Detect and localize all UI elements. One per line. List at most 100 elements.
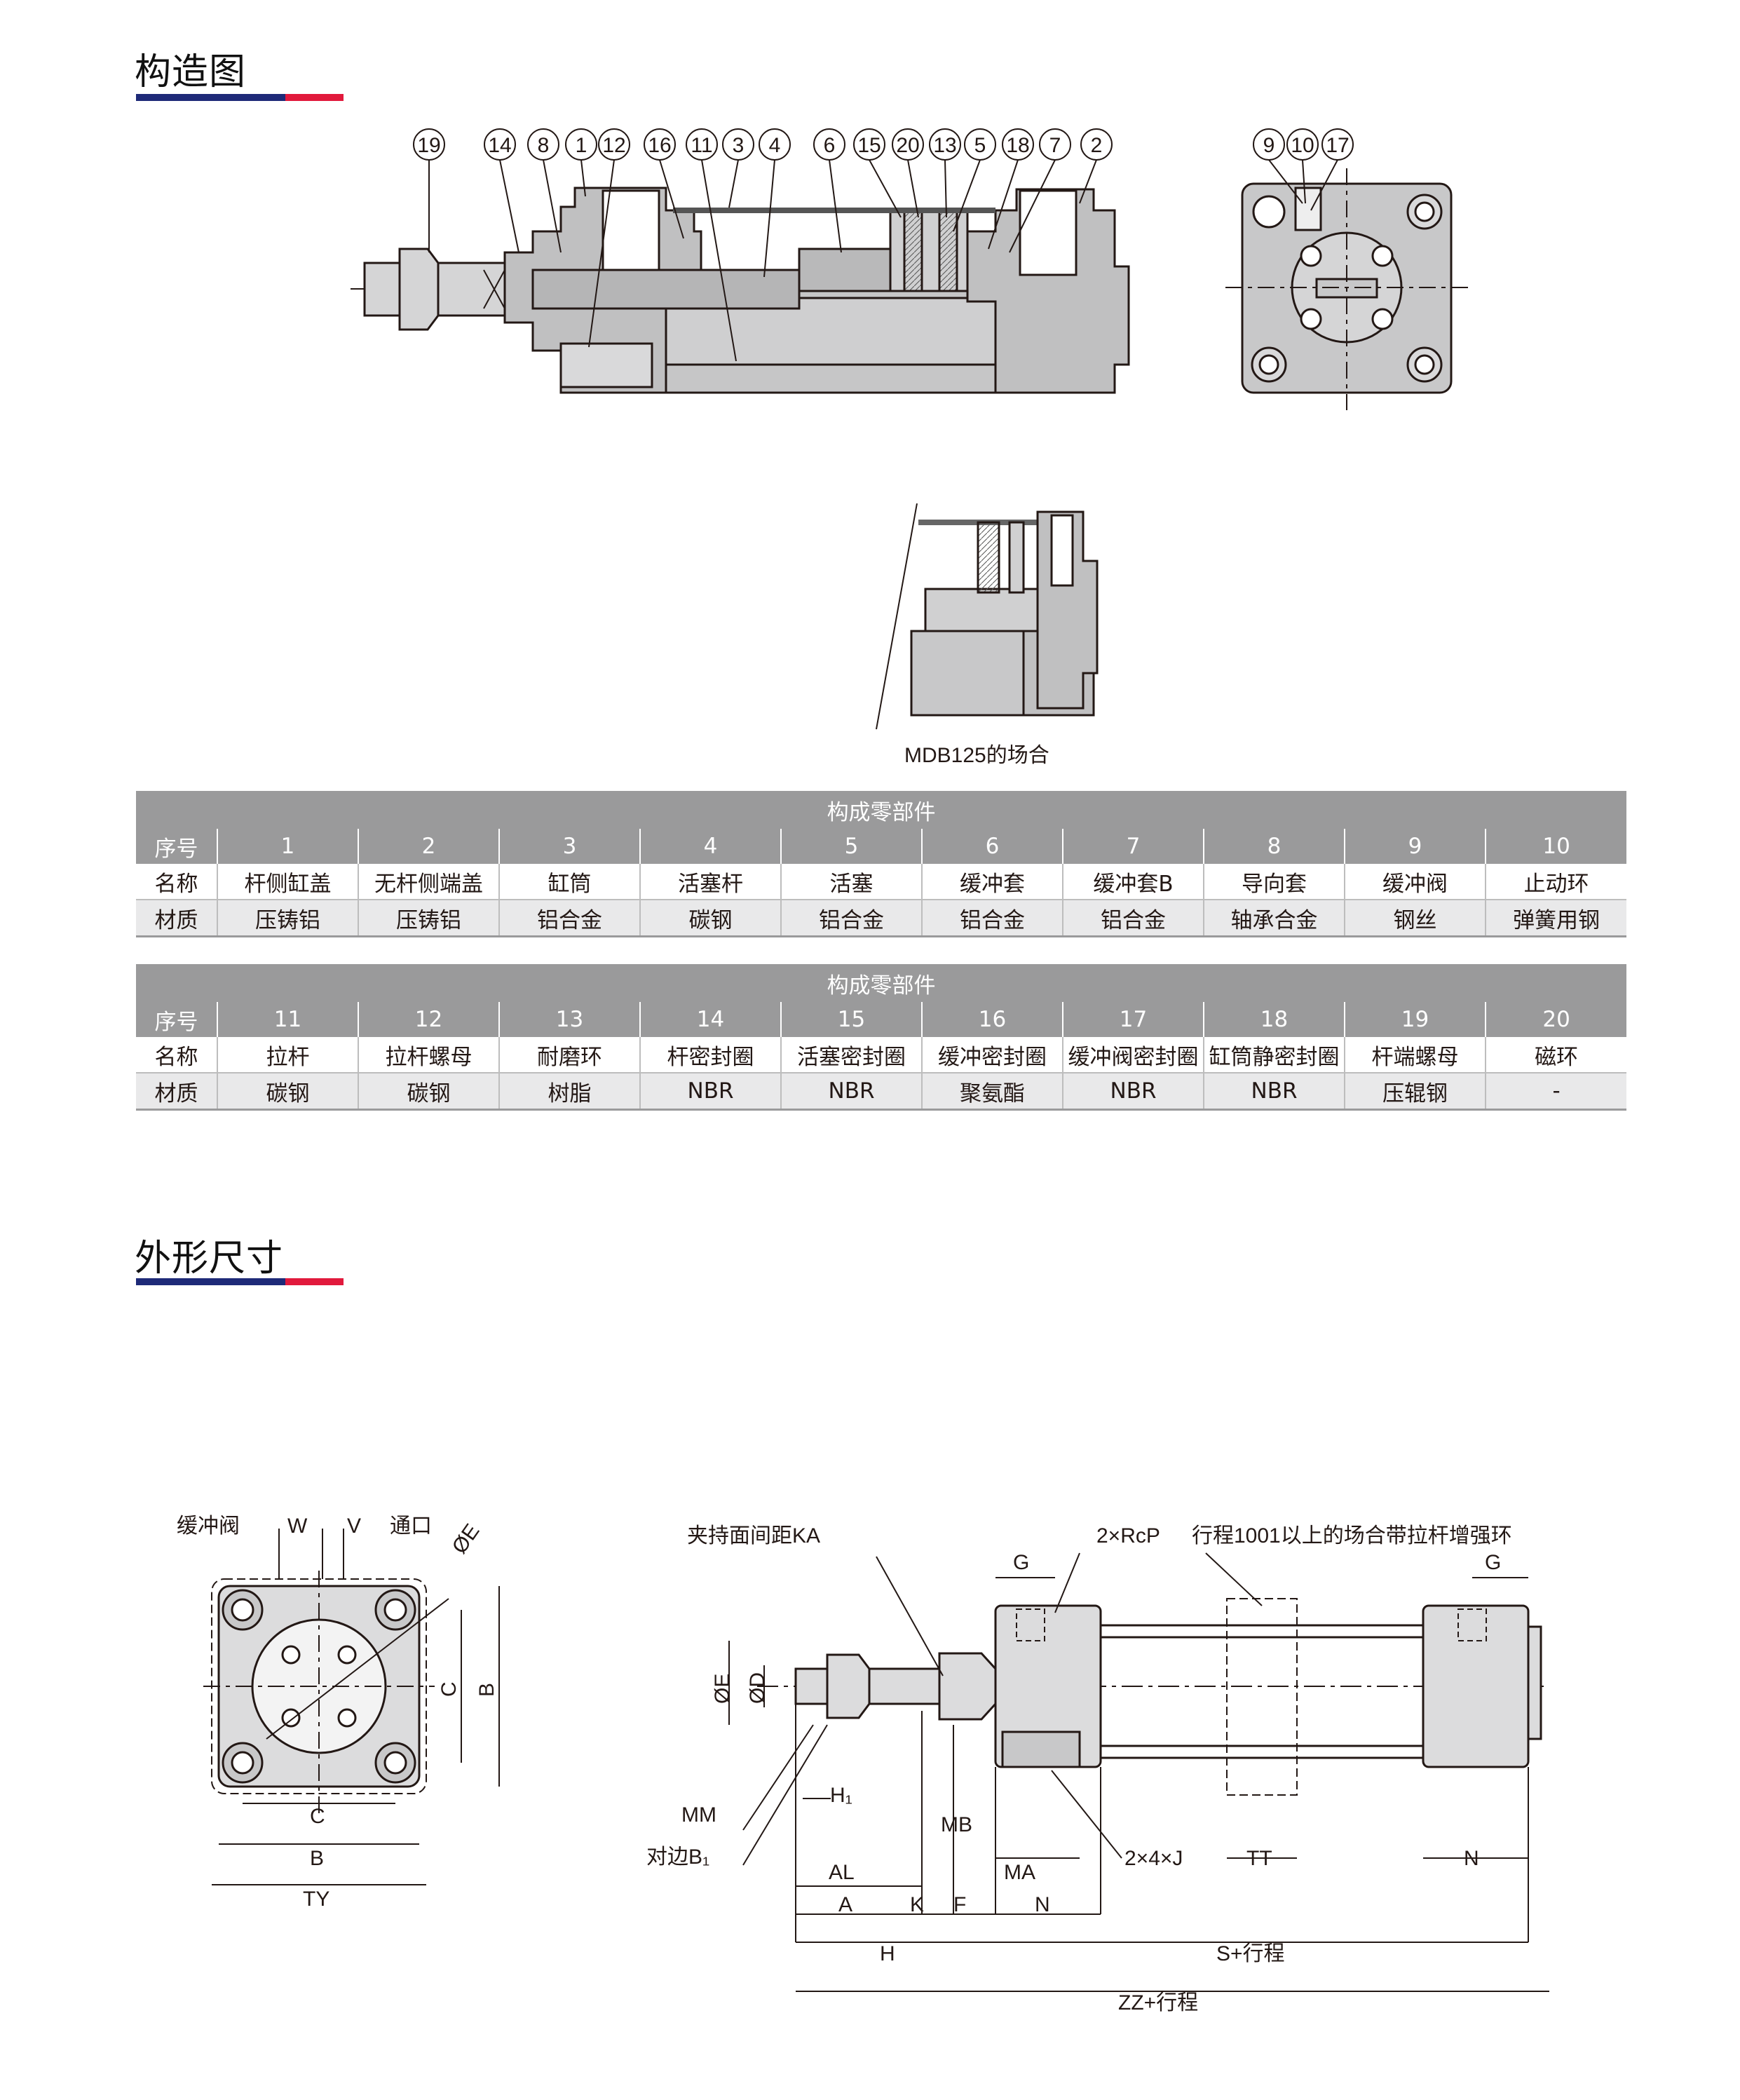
cell: 19: [1344, 1002, 1486, 1037]
cell: 缸筒: [498, 864, 640, 900]
label-h1: H₁: [830, 1784, 852, 1807]
cell: 铝合金: [1062, 900, 1204, 937]
cell: 10: [1484, 829, 1627, 864]
label-w: W: [287, 1515, 308, 1538]
cell: 4: [639, 829, 781, 864]
balloon-1: 1: [576, 134, 587, 157]
cell: 20: [1484, 1002, 1627, 1037]
cell: 止动环: [1484, 864, 1627, 900]
balloon-3: 3: [733, 134, 745, 157]
cell: 磁环: [1484, 1037, 1627, 1073]
cell: 17: [1062, 1002, 1204, 1037]
table-row-materials: 材质 压铸铝 压铸铝 铝合金 碳钢 铝合金 铝合金 铝合金 轴承合金 钢丝 弹簧…: [136, 900, 1627, 937]
table-row-materials: 材质 碳钢 碳钢 树脂 NBR NBR 聚氨酯 NBR NBR 压辊钢 -: [136, 1073, 1627, 1111]
label-ka: 夹持面间距KA: [687, 1524, 820, 1547]
label-b-bottom: B: [310, 1847, 324, 1870]
detail-caption: MDB125的场合: [904, 744, 1049, 767]
cell: NBR: [1203, 1073, 1345, 1111]
mdb125-detail-drawing: [876, 503, 1099, 730]
cell: 缓冲套: [921, 864, 1063, 900]
balloon-14: 14: [488, 134, 511, 157]
label-mm: MM: [681, 1803, 716, 1827]
cell: 树脂: [498, 1073, 640, 1111]
row-label-material: 材质: [136, 1073, 217, 1111]
cell: 活塞: [780, 864, 922, 900]
cell: -: [1484, 1073, 1627, 1111]
cell: 缓冲阀: [1344, 864, 1486, 900]
cell: 耐磨环: [498, 1037, 640, 1073]
label-v: V: [347, 1515, 361, 1538]
label-cushion-valve: 缓冲阀: [177, 1515, 240, 1538]
cell: 碳钢: [217, 1073, 358, 1111]
balloon-15: 15: [857, 134, 881, 157]
cell: 活塞密封圈: [780, 1037, 922, 1073]
structure-title-underline: [136, 94, 344, 101]
part-balloon-labels-left: 19 14 8 1 12 16 11 3 4 6 15 20 13 5 18 7…: [417, 134, 1102, 157]
balloon-18: 18: [1006, 134, 1029, 157]
parts-table-2: 构成零部件 序号 11 12 13 14 15 16 17 18 19 20 名…: [136, 964, 1627, 1111]
row-label-name: 名称: [136, 864, 217, 900]
table-row-names: 名称 杆侧缸盖 无杆侧端盖 缸筒 活塞杆 活塞 缓冲套 缓冲套B 导向套 缓冲阀…: [136, 864, 1627, 900]
cell: 3: [498, 829, 640, 864]
label-rcp: 2×RcP: [1096, 1524, 1160, 1547]
label-ma: MA: [1004, 1861, 1035, 1884]
cell: NBR: [780, 1073, 922, 1111]
structure-section-title: 构造图: [135, 51, 247, 93]
table-row-numbers: 序号 1 2 3 4 5 6 7 8 9 10: [136, 829, 1627, 864]
cell: 碳钢: [639, 900, 781, 937]
balloon-4: 4: [769, 134, 781, 157]
side-view-labels: 夹持面间距KA 2×RcP 行程1001以上的场合带拉杆增强环 G G ØE Ø…: [646, 1524, 1512, 2014]
cell: 13: [498, 1002, 640, 1037]
cell: 活塞杆: [639, 864, 781, 900]
parts-table-1: 构成零部件 序号 1 2 3 4 5 6 7 8 9 10 名称 杆侧缸盖 无杆…: [136, 791, 1627, 937]
cell: 杆侧缸盖: [217, 864, 358, 900]
cell: 聚氨酯: [921, 1073, 1063, 1111]
label-g-left: G: [1013, 1551, 1029, 1574]
dimensions-title-underline: [136, 1278, 344, 1285]
label-b1: 对边B₁: [646, 1845, 709, 1869]
cell: 12: [358, 1002, 499, 1037]
dimension-side-view-drawing: [728, 1552, 1549, 1992]
label-g-right: G: [1485, 1551, 1501, 1574]
part-balloons-right: [1253, 128, 1354, 211]
dimensions-section-title: 外形尺寸: [135, 1238, 284, 1280]
balloon-19: 19: [417, 134, 440, 157]
balloon-9: 9: [1263, 134, 1275, 157]
cell: 1: [217, 829, 358, 864]
cell: 铝合金: [780, 900, 922, 937]
table-row-numbers: 序号 11 12 13 14 15 16 17 18 19 20: [136, 1002, 1627, 1037]
balloon-17: 17: [1326, 134, 1349, 157]
cell: 压铸铝: [217, 900, 358, 937]
cell: 18: [1203, 1002, 1345, 1037]
balloon-13: 13: [933, 134, 956, 157]
label-s: S+行程: [1216, 1942, 1285, 1965]
label-c-bottom: C: [310, 1805, 325, 1828]
cell: 缓冲阀密封圈: [1062, 1037, 1204, 1073]
label-tie-rod-note: 行程1001以上的场合带拉杆增强环: [1192, 1524, 1512, 1547]
label-oe-side: ØE: [711, 1674, 734, 1704]
label-a: A: [838, 1893, 852, 1916]
balloon-16: 16: [648, 134, 671, 157]
cell: 弹簧用钢: [1484, 900, 1627, 937]
cell: NBR: [1062, 1073, 1204, 1111]
cell: 轴承合金: [1203, 900, 1345, 937]
cell: 杆端螺母: [1344, 1037, 1486, 1073]
cell: 11: [217, 1002, 358, 1037]
balloon-7: 7: [1049, 134, 1061, 157]
label-ty: TY: [303, 1888, 329, 1911]
balloon-6: 6: [824, 134, 836, 157]
label-tt: TT: [1246, 1847, 1272, 1870]
label-n-bottom: N: [1035, 1893, 1050, 1916]
table-caption: 构成零部件: [136, 791, 1627, 829]
cell: 9: [1344, 829, 1486, 864]
cell: 拉杆螺母: [358, 1037, 499, 1073]
balloon-5: 5: [974, 134, 986, 157]
row-label-material: 材质: [136, 900, 217, 937]
cell: 8: [1203, 829, 1345, 864]
label-f: F: [953, 1893, 966, 1916]
balloon-10: 10: [1291, 134, 1314, 157]
cell: 钢丝: [1344, 900, 1486, 937]
cylinder-section-drawing: [351, 187, 1130, 394]
cell: 压辊钢: [1344, 1073, 1486, 1111]
balloon-20: 20: [896, 134, 919, 157]
